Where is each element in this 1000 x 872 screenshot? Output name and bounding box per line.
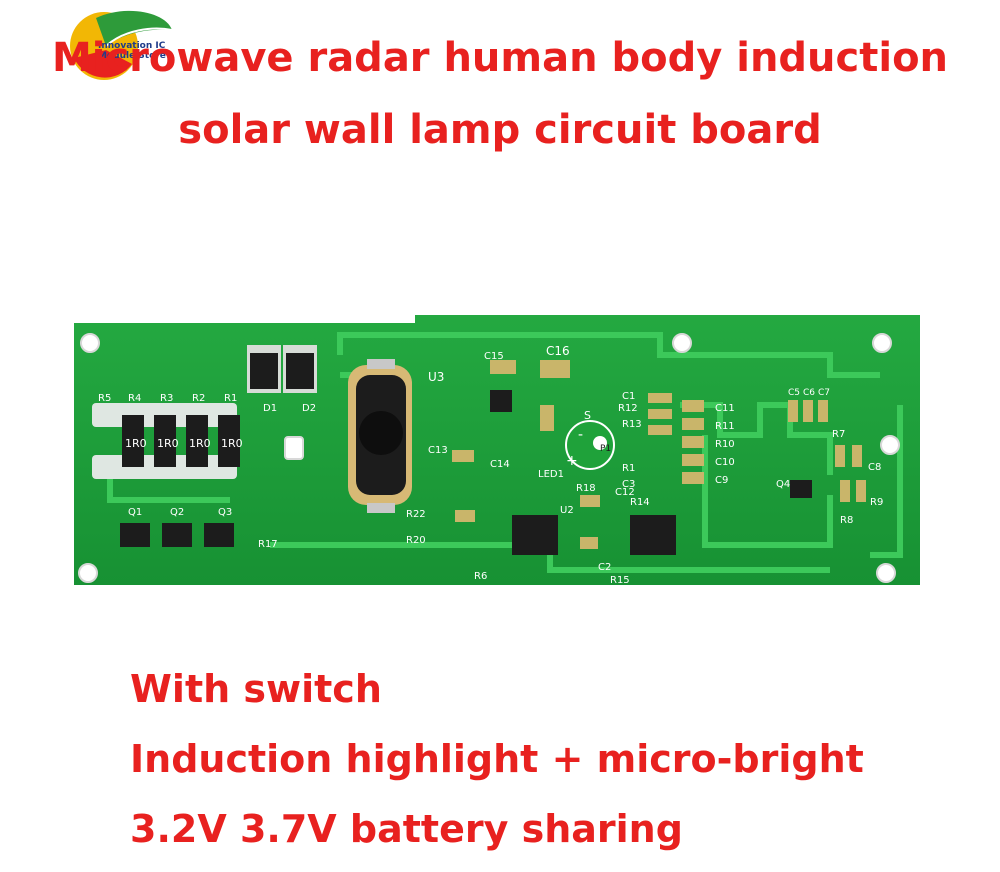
svg-text:+: + [566,453,578,469]
svg-text:R6: R6 [474,571,487,582]
svg-text:C9: C9 [715,475,728,486]
transistor-q4 [790,480,812,498]
svg-text:U2: U2 [560,505,574,516]
svg-text:R9: R9 [870,497,883,508]
sensor-pad [593,436,607,450]
feature-line3: 3.2V 3.7V battery sharing [130,807,683,851]
title-line2: solar wall lamp circuit board [178,107,822,153]
svg-text:Q1: Q1 [128,507,142,518]
svg-text:P1: P1 [600,444,611,454]
svg-text:C16: C16 [546,344,570,358]
svg-text:C6: C6 [803,388,815,398]
svg-text:C2: C2 [598,562,611,573]
svg-text:R8: R8 [840,515,853,526]
svg-text:R4: R4 [128,393,141,404]
svg-text:1R0: 1R0 [221,437,243,450]
svg-text:C1: C1 [622,391,635,402]
svg-text:-: - [578,427,583,443]
svg-text:R1: R1 [622,463,635,474]
svg-text:C5: C5 [788,388,800,398]
svg-text:C12: C12 [615,487,635,498]
logo-text-line1: Innovation IC [98,41,166,51]
svg-text:C13: C13 [428,445,448,456]
svg-text:U3: U3 [428,370,444,384]
svg-text:Q3: Q3 [218,507,232,518]
svg-text:Q2: Q2 [170,507,184,518]
svg-text:LED1: LED1 [538,469,564,480]
svg-text:C3: C3 [622,479,635,490]
diodes [247,345,317,393]
svg-text:R14: R14 [630,497,650,508]
svg-text:C14: C14 [490,459,510,470]
svg-text:R12: R12 [618,403,638,414]
svg-text:R11: R11 [715,421,735,432]
svg-text:R5: R5 [98,393,111,404]
svg-text:R22: R22 [406,509,426,520]
svg-text:R10: R10 [715,439,735,450]
silkscreen-labels: R5 R4 R3 R2 R1 1R0 1R0 1R0 1R0 D1 D2 Q1 … [98,344,883,586]
svg-text:1R0: 1R0 [157,437,179,450]
feature-line1: With switch [130,667,382,711]
svg-text:S: S [584,409,591,422]
push-switch [348,359,412,513]
integrated-circuits [490,390,676,555]
svg-text:R1: R1 [224,393,237,404]
svg-text:R3: R3 [160,393,173,404]
mounting-holes [78,333,900,583]
svg-text:C8: C8 [868,462,881,473]
transistors [120,523,234,547]
sensor-ring [565,420,615,470]
svg-text:C7: C7 [818,388,830,398]
title-line1: Microwave radar human body induction [51,35,949,81]
svg-text:D2: D2 [302,403,316,414]
svg-text:R20: R20 [406,535,426,546]
svg-text:1R0: 1R0 [189,437,211,450]
svg-text:Q4: Q4 [776,479,790,490]
svg-text:R2: R2 [192,393,205,404]
store-logo [70,10,173,80]
svg-text:C11: C11 [715,403,735,414]
power-resistors [122,415,240,467]
svg-text:R7: R7 [832,429,845,440]
svg-text:C10: C10 [715,457,735,468]
svg-text:R13: R13 [622,419,642,430]
svg-text:D1: D1 [263,403,277,414]
svg-text:R15: R15 [610,575,630,586]
svg-text:R18: R18 [576,483,596,494]
svg-text:1R0: 1R0 [125,437,147,450]
smd-components [452,360,866,549]
svg-text:C15: C15 [484,351,504,362]
circuit-board-image: R5 R4 R3 R2 R1 1R0 1R0 1R0 1R0 D1 D2 Q1 … [74,315,920,586]
svg-text:R17: R17 [258,539,278,550]
feature-line2: Induction highlight + micro-bright [130,737,864,781]
logo-text-line2: Module Store [98,51,166,61]
